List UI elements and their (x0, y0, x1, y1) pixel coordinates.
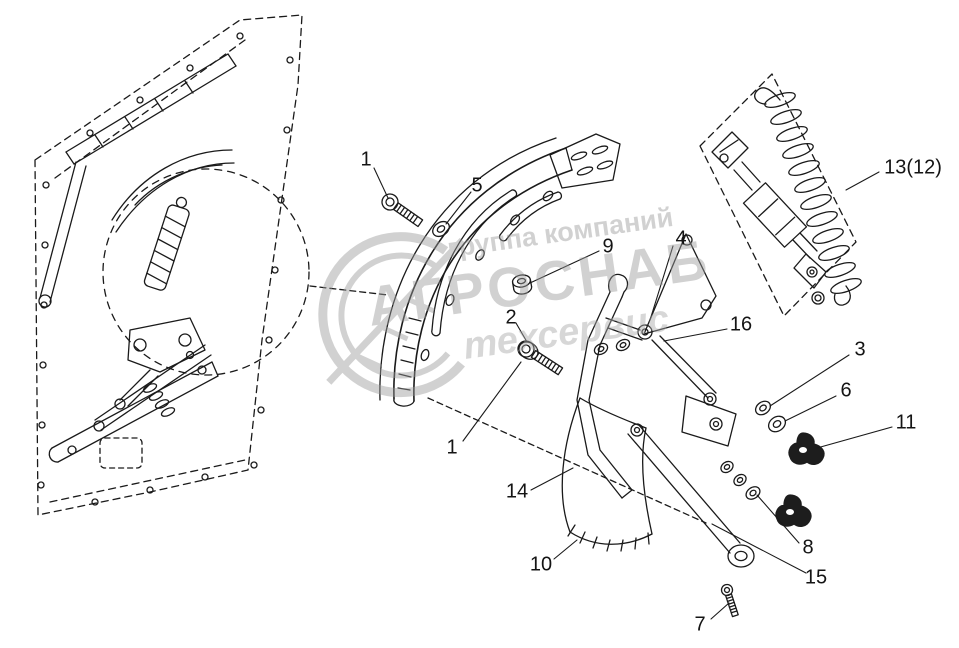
channel-bracket (576, 273, 633, 499)
leader-line-5 (445, 191, 472, 225)
pivot-washer-b (615, 338, 631, 352)
part-label-2: 2 (505, 306, 517, 329)
part-label-3: 3 (854, 338, 866, 361)
washer-item-3 (754, 400, 772, 416)
leader-line-4 (649, 245, 674, 321)
swing-arm (627, 423, 755, 568)
link-plate (651, 335, 737, 447)
bolt-item-7 (720, 583, 739, 618)
leader-line-2 (515, 322, 528, 343)
leader-line-10 (553, 539, 578, 560)
leader-line-1a (373, 167, 389, 199)
plate-holes (37, 32, 294, 506)
part-label-7: 7 (694, 613, 706, 636)
washer-item-6 (767, 415, 787, 433)
inner-lower-arm (48, 361, 219, 463)
cylinder-assembly (711, 131, 827, 305)
part-label-1a: 1 (360, 148, 372, 171)
part-label-10: 10 (529, 553, 553, 576)
construction-line-a (309, 285, 389, 296)
inner-lever-plate (127, 317, 206, 373)
washer-item-5 (432, 220, 450, 238)
leader-lines (373, 167, 893, 620)
part-label-8: 8 (802, 536, 814, 559)
leader-line-9 (529, 250, 600, 284)
hatched-sector (561, 397, 653, 552)
part-label-9: 9 (602, 235, 614, 258)
leader-line-8 (756, 494, 800, 544)
part-label-16: 16 (729, 313, 753, 336)
arc-quadrant-bracket (379, 133, 621, 407)
watermark: группа компаний АГРОСНАБ техсервис (318, 202, 715, 398)
inner-cross-arm (93, 344, 212, 432)
leader-line-3 (769, 354, 850, 407)
part-label-15: 15 (804, 566, 828, 589)
cylinder-assembly-box (699, 73, 857, 317)
part-label-13-12: 13(12) (884, 156, 942, 179)
mounting-plate (34, 14, 303, 516)
brace-bar (65, 53, 237, 165)
part-label-1b: 1 (446, 436, 458, 459)
part-label-11: 11 (895, 411, 917, 434)
star-knob-lower (775, 494, 812, 527)
tension-spring (754, 87, 862, 306)
leader-line-6 (784, 395, 837, 422)
part-label-14: 14 (505, 480, 529, 503)
watermark-wreath-icon (318, 232, 465, 398)
part-label-5: 5 (471, 174, 483, 197)
bolt-item-1-2 (517, 340, 564, 376)
leader-line-14 (530, 467, 574, 491)
bolt-item-1-top (381, 193, 424, 228)
star-knob-item-11 (788, 432, 825, 465)
leader-line-13-12 (845, 171, 880, 191)
leader-line-15 (711, 523, 807, 574)
part-label-6: 6 (840, 379, 852, 402)
leader-line-16 (663, 328, 728, 342)
detail-circle (102, 168, 310, 376)
leader-line-11 (816, 426, 893, 449)
washer-stack-item-8 (720, 460, 761, 500)
bell-crank-lever (605, 233, 717, 341)
pivot-washer-a (593, 342, 609, 356)
leader-line-1b (462, 361, 522, 442)
inner-actuator (143, 196, 190, 291)
construction-line-b (427, 397, 707, 524)
part-label-4: 4 (675, 227, 687, 250)
leader-line-7 (710, 602, 730, 620)
brace-arm (38, 161, 87, 308)
inner-mechanism (48, 149, 235, 463)
